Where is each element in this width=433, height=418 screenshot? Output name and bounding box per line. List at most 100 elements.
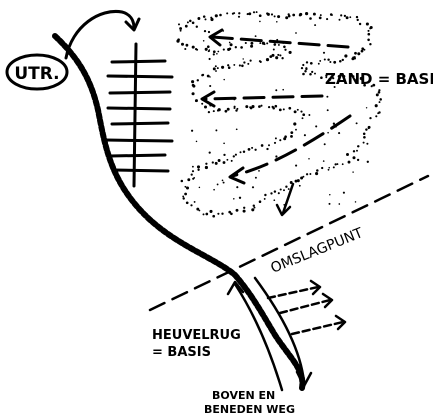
sand-dot (205, 166, 208, 169)
sand-dot (314, 73, 316, 75)
utr-label: UTR. (14, 64, 59, 84)
sand-dot (328, 167, 330, 169)
sand-dot (284, 49, 286, 51)
sand-dot (275, 89, 277, 91)
sand-dot (366, 143, 368, 145)
sand-dot (251, 147, 253, 149)
sand-dot (379, 101, 381, 103)
sand-dot (197, 169, 199, 171)
sand-dot (245, 105, 248, 108)
sand-dot (330, 13, 333, 16)
sand-dot (203, 15, 206, 18)
sand-dot (177, 38, 180, 41)
sand-dot (349, 16, 351, 18)
sand-dot (218, 108, 221, 111)
sand-dot (243, 61, 245, 63)
sand-dot (300, 177, 303, 180)
sand-dot (361, 50, 364, 53)
sand-dot (310, 62, 313, 65)
sand-dot (278, 192, 280, 194)
sand-dot (184, 193, 187, 196)
sand-dot (288, 107, 291, 110)
sand-dot (215, 14, 218, 17)
small-arrow-3 (292, 322, 343, 334)
sand-arrow-3 (232, 116, 350, 176)
sand-dot (268, 144, 270, 146)
sand-dot (313, 13, 316, 16)
sand-dot (223, 154, 225, 156)
sand-dot (238, 12, 240, 14)
sand-dot (203, 213, 205, 215)
sand-dot (179, 27, 182, 30)
sand-dot (275, 155, 277, 157)
sand-dot (186, 44, 189, 47)
sand-dot (369, 117, 371, 119)
sand-dot (181, 180, 184, 183)
sand-dot (210, 18, 213, 21)
sand-dot (192, 166, 194, 168)
sand-dot (260, 61, 262, 63)
ladder-rung (106, 140, 172, 141)
sand-dot (327, 58, 329, 60)
ladder-rung (108, 108, 170, 109)
sand-dot (221, 213, 223, 215)
sand-dot (272, 107, 275, 110)
sand-dot (195, 48, 197, 50)
sand-dot (253, 11, 255, 13)
sand-dot (205, 48, 208, 51)
sand-dot (226, 12, 228, 14)
sand-dot (279, 139, 281, 141)
sand-dot (209, 58, 211, 60)
sand-dot (284, 135, 287, 138)
sand-dot (270, 192, 272, 194)
sand-dot (197, 79, 199, 81)
sand-dot (274, 190, 276, 192)
sand-dot (228, 66, 231, 69)
sand-dot (255, 35, 257, 37)
sand-dot (275, 56, 278, 59)
sand-dot (207, 75, 210, 78)
sand-dot (354, 52, 357, 55)
sand-dot (254, 149, 256, 151)
sand-dot (367, 33, 370, 36)
sand-dot (368, 127, 370, 129)
sand-dot (315, 172, 318, 175)
sand-dot (282, 89, 284, 91)
sand-dot (324, 143, 326, 145)
sand-dot (243, 58, 244, 59)
sand-dot (293, 122, 296, 125)
sand-dot (363, 49, 365, 51)
sand-dot (209, 210, 212, 213)
sand-dot (363, 142, 365, 144)
sand-dot (379, 98, 382, 101)
sand-dot (230, 43, 233, 46)
boven-label-line2: BENEDEN WEG (204, 403, 295, 416)
sand-dot (218, 159, 221, 162)
sand-dot (302, 73, 305, 76)
utr-badge: UTR. (7, 55, 67, 89)
sand-dot (295, 180, 298, 183)
sand-dot (212, 161, 214, 163)
sand-dot (248, 148, 251, 151)
sand-dot (255, 177, 257, 179)
sand-dot (254, 207, 256, 209)
sand-dot (181, 43, 184, 46)
sand-dot (212, 215, 215, 218)
sand-dot (274, 105, 277, 108)
sand-dot (197, 165, 200, 168)
ladder-rungs (106, 61, 172, 171)
ladder-rung (114, 170, 168, 171)
sand-dot (281, 57, 283, 59)
sand-dot (217, 213, 219, 215)
sand-dot (271, 54, 274, 57)
sand-dot (280, 188, 282, 190)
sand-dot (283, 46, 286, 49)
sand-dot (204, 18, 206, 20)
sand-dot (356, 16, 358, 18)
sand-dot (208, 111, 210, 113)
sand-dot (329, 194, 330, 195)
omslagpunt-label: OMSLAGPUNT (269, 225, 366, 277)
sand-dot (193, 177, 195, 179)
sand-dot (259, 14, 262, 17)
small-arrow-1 (268, 287, 318, 298)
